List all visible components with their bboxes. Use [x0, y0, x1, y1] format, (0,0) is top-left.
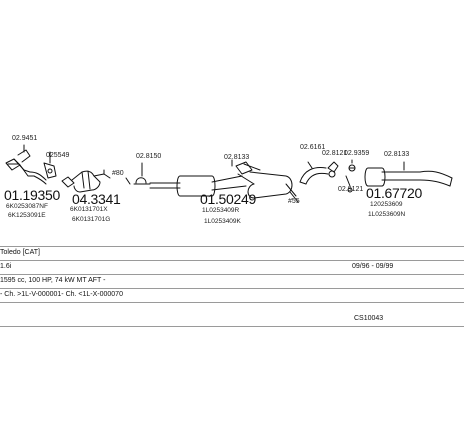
middle-silencer-drawing — [149, 159, 299, 203]
part-oem-ref: 120253609 — [370, 201, 403, 208]
part-oem-ref: 1L0253409R — [202, 207, 240, 214]
hardware-parts-drawing — [327, 159, 356, 193]
part-ref-small: 02.9121 — [338, 186, 364, 193]
divider — [0, 246, 464, 247]
vehicle-spec: 1595 cc, 100 HP, 74 kW MT AFT - — [0, 277, 106, 284]
catalytic-converter-drawing — [61, 169, 111, 193]
part-ref-small: 02.8121 — [322, 150, 348, 157]
part-ref-small: 02.9451 — [12, 135, 38, 142]
part-oem-ref: 1L0253409K — [204, 218, 241, 225]
part-ref-small: 02.8133 — [384, 151, 410, 158]
bracket-part-drawing — [43, 151, 57, 179]
vehicle-dates: 09/96 - 09/99 — [352, 263, 394, 270]
part-ref-small: 02.6161 — [300, 144, 326, 151]
part-code: 01.67720 — [366, 185, 422, 201]
vehicle-engine: 1.6i — [0, 263, 12, 270]
vehicle-info-table: Toledo [CAT] 1.6i 09/96 - 09/99 1595 cc,… — [0, 246, 464, 336]
divider — [0, 274, 464, 275]
divider — [0, 326, 464, 327]
divider — [0, 260, 464, 261]
part-code: 04.3341 — [72, 191, 121, 207]
part-ref-small: 02.8150 — [136, 153, 162, 160]
part-note: #55 — [288, 198, 300, 205]
downpipe-part-drawing — [5, 144, 47, 185]
hanger-part-drawing — [299, 161, 336, 185]
row-spec: 1595 cc, 100 HP, 74 kW MT AFT - — [0, 274, 464, 288]
part-oem-ref: 1L0253609N — [368, 211, 406, 218]
vehicle-model: Toledo [CAT] — [0, 249, 40, 256]
rear-silencer-drawing — [364, 161, 453, 187]
part-oem-ref: 6K0131701G — [72, 216, 111, 223]
part-ref-small: 02.9359 — [344, 150, 370, 157]
row-model: Toledo [CAT] — [0, 246, 464, 260]
row-engine: 1.6i 09/96 - 09/99 — [0, 260, 464, 274]
part-code: 01.50249 — [200, 191, 256, 207]
divider — [0, 302, 464, 303]
part-oem-ref: 6K0131701X — [70, 206, 108, 213]
vehicle-chassis: - Ch. >1L-V-000001- Ch. <1L-X-000070 — [0, 291, 123, 298]
part-oem-ref: 6K1253091E — [8, 212, 46, 219]
row-chassis: - Ch. >1L-V-000001- Ch. <1L-X-000070 — [0, 288, 464, 302]
divider — [0, 288, 464, 289]
part-ref-small: 02.8133 — [224, 154, 250, 161]
part-oem-ref: 6K0253087NF — [6, 203, 48, 210]
part-ref-small: 025549 — [46, 152, 70, 159]
part-code: 01.19350 — [4, 187, 60, 203]
exhaust-diagram: 02.9451 025549 01.19350 6K0253087NF 6K12… — [4, 135, 453, 225]
exhaust-drawing — [5, 144, 453, 203]
catalog-code: CS10043 — [354, 315, 384, 322]
part-note: #80 — [112, 170, 124, 177]
clamp-part-drawing — [125, 162, 151, 185]
row-code: CS10043 — [0, 312, 464, 326]
